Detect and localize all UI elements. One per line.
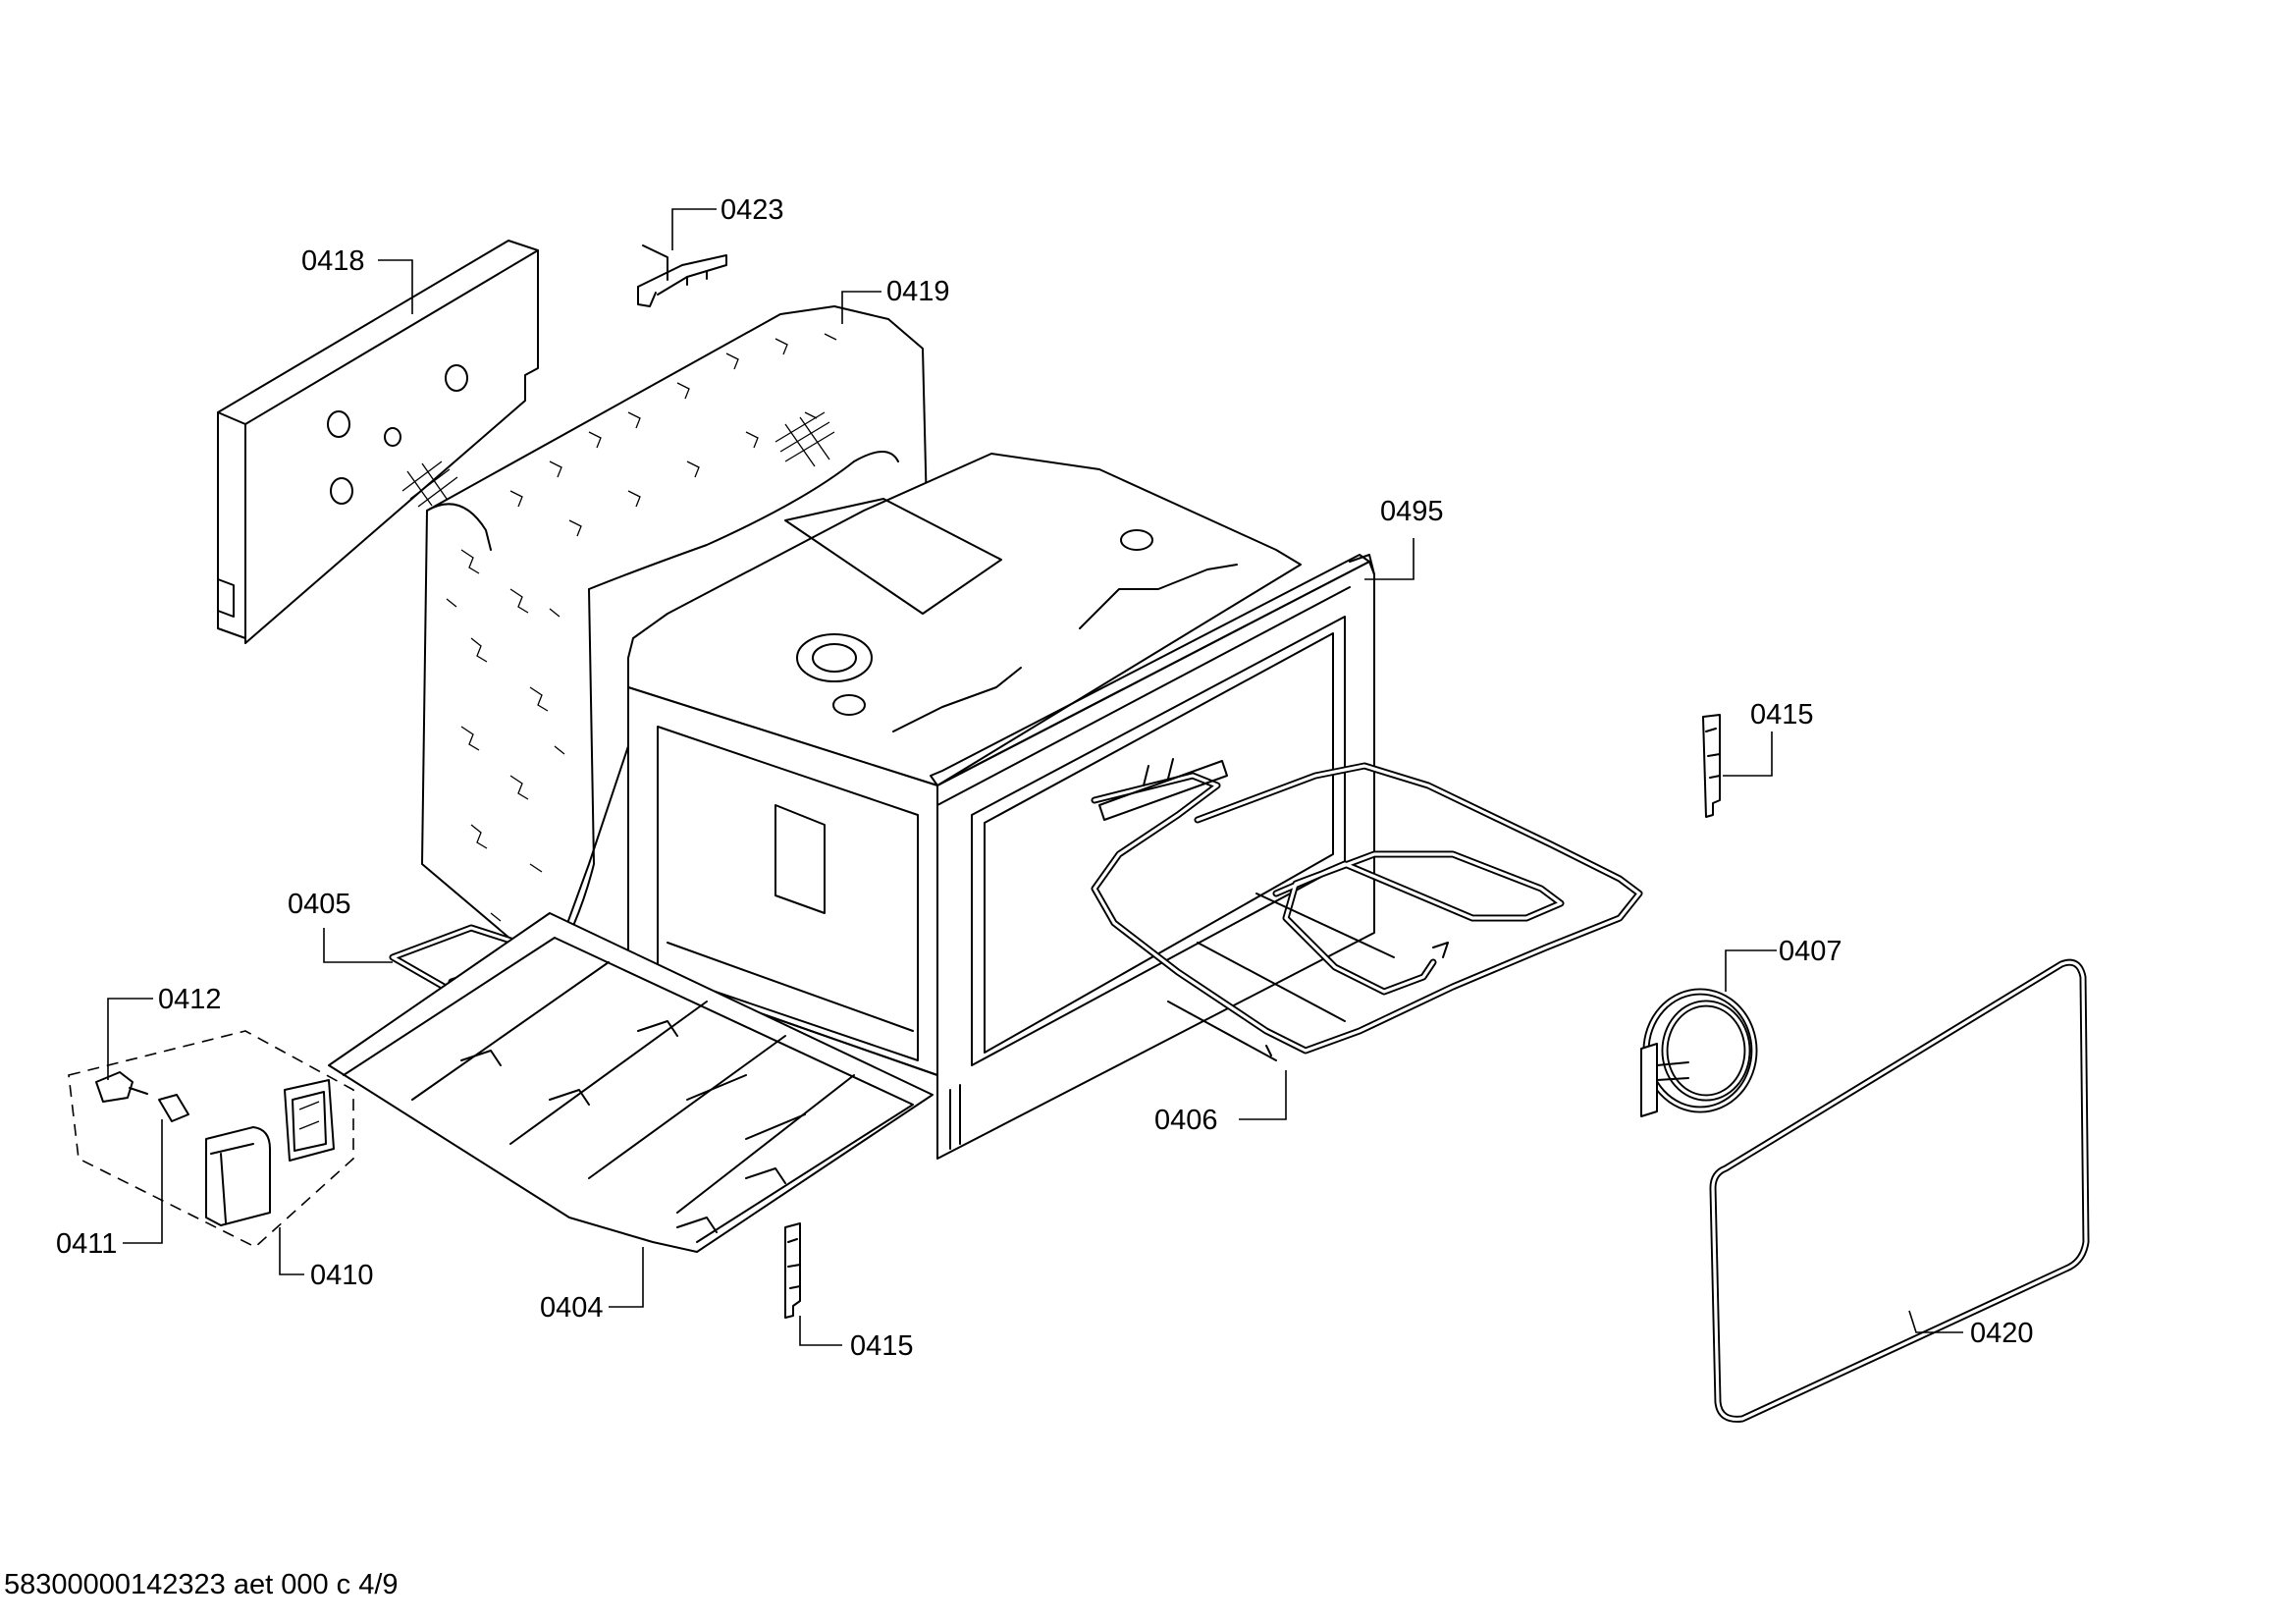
callout-0415-right: 0415 bbox=[1750, 699, 1814, 731]
hinge-bracket-right bbox=[1702, 714, 1721, 818]
document-id-footer: 58300000142323 aet 000 c 4/9 bbox=[4, 1569, 399, 1600]
hinge-bracket-bottom bbox=[784, 1222, 801, 1319]
callout-0415-bottom: 0415 bbox=[850, 1330, 914, 1362]
callout-0406: 0406 bbox=[1154, 1105, 1218, 1136]
leader-lines bbox=[107, 208, 1963, 1346]
callout-0407: 0407 bbox=[1779, 936, 1842, 967]
grill-heating-element bbox=[1091, 758, 1643, 1061]
callout-0419: 0419 bbox=[886, 276, 950, 307]
callout-0412: 0412 bbox=[158, 984, 222, 1015]
callout-0410: 0410 bbox=[310, 1260, 374, 1291]
callout-0495: 0495 bbox=[1380, 496, 1444, 527]
lamp-kit-group bbox=[68, 1030, 354, 1248]
callout-0405: 0405 bbox=[288, 889, 351, 920]
bottom-tray bbox=[328, 912, 934, 1253]
small-bracket bbox=[637, 244, 727, 307]
circular-heating-element bbox=[1640, 988, 1758, 1117]
callout-0411: 0411 bbox=[56, 1228, 117, 1260]
callout-labels: 0418 0423 0419 0495 0415 0405 0412 0407 … bbox=[56, 194, 2034, 1362]
rear-insulation-panel bbox=[217, 240, 539, 644]
callout-0418: 0418 bbox=[301, 245, 365, 277]
callout-0423: 0423 bbox=[721, 194, 784, 226]
callout-0420: 0420 bbox=[1970, 1318, 2034, 1349]
callout-0404: 0404 bbox=[540, 1292, 604, 1324]
oven-cavity-housing bbox=[627, 453, 1375, 1160]
door-gasket bbox=[1709, 958, 2090, 1423]
